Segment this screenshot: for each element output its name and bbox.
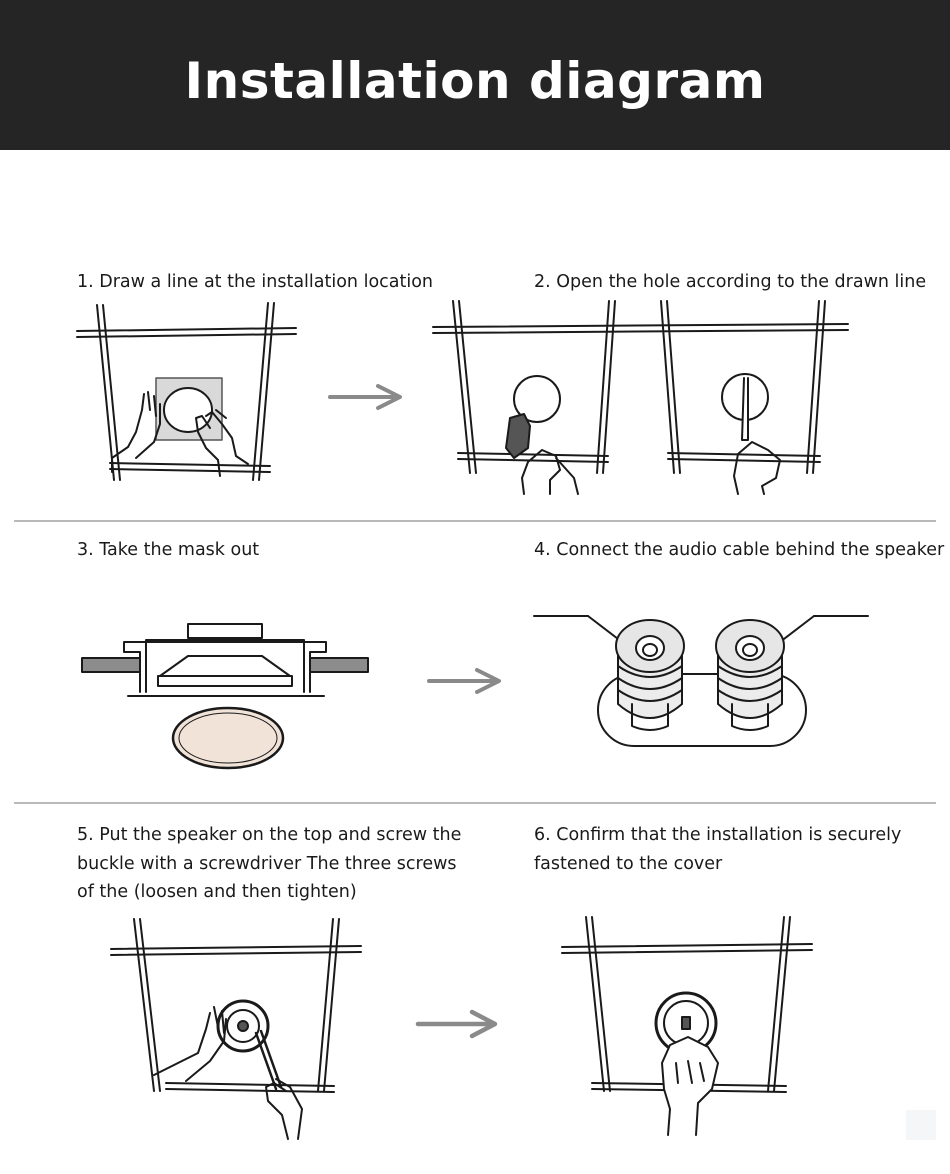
audio-cable-right bbox=[780, 616, 814, 642]
step-3-caption: 3. Take the mask out bbox=[77, 536, 259, 565]
step-5-caption-line: 5. Put the speaker on the top and screw … bbox=[77, 821, 461, 850]
step-4-illustration bbox=[530, 608, 870, 750]
step-5-caption-line: buckle with a screwdriver The three scre… bbox=[77, 850, 461, 879]
arrow-icon bbox=[328, 383, 404, 411]
step-1-caption: 1. Draw a line at the installation locat… bbox=[77, 268, 433, 297]
step-2-caption: 2. Open the hole according to the drawn … bbox=[534, 268, 926, 297]
ceiling-board-right bbox=[310, 658, 368, 672]
speaker-surround bbox=[158, 676, 292, 686]
speaker-center bbox=[682, 1017, 690, 1029]
marked-circle bbox=[164, 388, 212, 432]
terminal-post-left bbox=[616, 620, 684, 730]
speaker-frame bbox=[124, 642, 326, 692]
speaker-basket bbox=[146, 640, 304, 692]
separator-row-1 bbox=[14, 520, 936, 522]
step-6-caption: 6. Confirm that the installation is secu… bbox=[534, 821, 901, 878]
speaker-center bbox=[238, 1021, 248, 1031]
ceiling-grid bbox=[433, 301, 848, 473]
hand-icon bbox=[662, 1037, 718, 1135]
step-5-illustration bbox=[106, 915, 368, 1143]
page-title: Installation diagram bbox=[0, 56, 950, 106]
separator-row-2 bbox=[14, 802, 936, 804]
terminal-post-right bbox=[716, 620, 784, 730]
step-2-illustration bbox=[428, 298, 853, 498]
speaker-cone bbox=[160, 656, 290, 676]
right-hand-icon bbox=[266, 1079, 302, 1139]
step-5-caption: 5. Put the speaker on the top and screw … bbox=[77, 821, 461, 907]
left-hand-icon bbox=[154, 1007, 226, 1081]
header-banner: Installation diagram bbox=[0, 0, 950, 150]
speaker-mask bbox=[173, 708, 283, 768]
step-5-caption-line: of the (loosen and then tighten) bbox=[77, 878, 461, 907]
hand-icon bbox=[522, 450, 578, 494]
magnet-top bbox=[188, 624, 262, 638]
corner-mark bbox=[906, 1110, 936, 1140]
saw-icon bbox=[742, 378, 748, 440]
step-1-illustration bbox=[70, 300, 310, 485]
ceiling-grid bbox=[111, 919, 361, 1092]
step-3-illustration bbox=[80, 622, 370, 774]
hand-icon bbox=[734, 442, 780, 494]
step-6-caption-line: fastened to the cover bbox=[534, 850, 901, 879]
ceiling-board-left bbox=[82, 658, 140, 672]
step-6-illustration bbox=[558, 913, 816, 1137]
arrow-icon bbox=[427, 667, 503, 695]
left-hand-icon bbox=[112, 392, 160, 472]
step-6-caption-line: 6. Confirm that the installation is secu… bbox=[534, 821, 901, 850]
drill-icon bbox=[506, 414, 530, 458]
step-4-caption: 4. Connect the audio cable behind the sp… bbox=[534, 536, 944, 565]
arrow-icon bbox=[416, 1009, 500, 1039]
